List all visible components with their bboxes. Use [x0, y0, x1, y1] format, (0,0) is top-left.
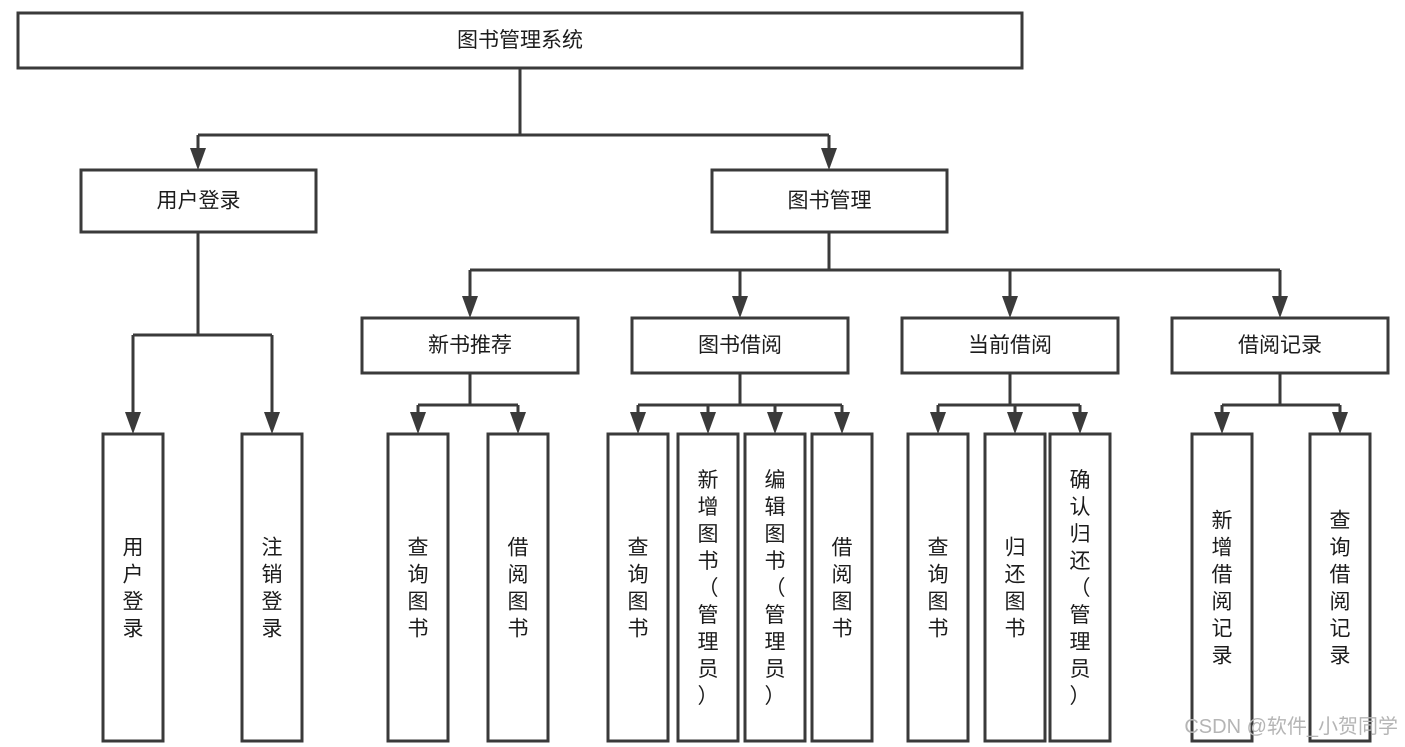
node-box[interactable]	[900, 316, 1120, 375]
node-user-login[interactable]: 用户登录	[79, 168, 318, 234]
node-label: 新增图书（管理员）	[698, 469, 719, 708]
arrow-head-icon	[834, 412, 850, 434]
arrow-head-icon	[1007, 412, 1023, 434]
arrow-head-icon	[410, 412, 426, 434]
node-box[interactable]	[1190, 432, 1254, 743]
arrow-head-icon	[1214, 412, 1230, 434]
arrow-head-icon	[630, 412, 646, 434]
node-box[interactable]	[1048, 432, 1112, 743]
node-leaf-confirm-return[interactable]: 确认归还（管理员）	[1048, 432, 1112, 743]
node-label: 图书借阅	[698, 334, 782, 357]
arrow-head-icon	[700, 412, 716, 434]
node-label: 借阅图书	[832, 537, 853, 641]
node-leaf-query-book-2[interactable]: 查询图书	[606, 432, 670, 743]
node-box[interactable]	[386, 432, 450, 743]
arrow-head-icon	[1272, 296, 1288, 318]
node-label: 注销登录	[262, 537, 283, 641]
node-label: 当前借阅	[968, 334, 1052, 357]
node-book-borrow[interactable]: 图书借阅	[630, 316, 850, 375]
arrow-head-icon	[264, 412, 280, 434]
node-box[interactable]	[906, 432, 970, 743]
node-book-manage[interactable]: 图书管理	[710, 168, 949, 234]
node-label: 确认归还（管理员）	[1070, 469, 1091, 708]
arrow-head-icon	[1332, 412, 1348, 434]
arrow-head-icon	[767, 412, 783, 434]
node-layer: 图书管理系统用户登录图书管理新书推荐图书借阅当前借阅借阅记录用户登录注销登录查询…	[16, 11, 1390, 743]
node-leaf-borrow-book-2[interactable]: 借阅图书	[810, 432, 874, 743]
arrow-head-icon	[732, 296, 748, 318]
arrow-head-icon	[462, 296, 478, 318]
node-box[interactable]	[1170, 316, 1390, 375]
node-leaf-query-book-3[interactable]: 查询图书	[906, 432, 970, 743]
node-new-book-recommend[interactable]: 新书推荐	[360, 316, 580, 375]
node-leaf-query-record[interactable]: 查询借阅记录	[1308, 432, 1372, 743]
arrow-head-icon	[821, 148, 837, 170]
node-box[interactable]	[710, 168, 949, 234]
arrow-head-icon	[190, 148, 206, 170]
node-box[interactable]	[743, 432, 807, 743]
node-box[interactable]	[606, 432, 670, 743]
node-box[interactable]	[676, 432, 740, 743]
node-box[interactable]	[630, 316, 850, 375]
node-leaf-user-logout[interactable]: 注销登录	[240, 432, 304, 743]
arrow-head-icon	[125, 412, 141, 434]
node-root-图书管理系统[interactable]: 图书管理系统	[16, 11, 1024, 70]
node-box[interactable]	[983, 432, 1047, 743]
node-box[interactable]	[1308, 432, 1372, 743]
node-leaf-edit-book[interactable]: 编辑图书（管理员）	[743, 432, 807, 743]
node-label: 用户登录	[123, 537, 144, 641]
node-label: 归还图书	[1005, 537, 1026, 641]
node-label: 新书推荐	[428, 334, 512, 357]
node-label: 查询图书	[408, 537, 429, 641]
node-box[interactable]	[16, 11, 1024, 70]
node-box[interactable]	[101, 432, 165, 743]
connector-layer	[125, 68, 1348, 434]
node-leaf-add-book[interactable]: 新增图书（管理员）	[676, 432, 740, 743]
node-box[interactable]	[486, 432, 550, 743]
node-borrow-record[interactable]: 借阅记录	[1170, 316, 1390, 375]
node-label: 借阅图书	[508, 537, 529, 641]
arrow-head-icon	[510, 412, 526, 434]
node-leaf-borrow-book-1[interactable]: 借阅图书	[486, 432, 550, 743]
node-leaf-user-login[interactable]: 用户登录	[101, 432, 165, 743]
arrow-head-icon	[1002, 296, 1018, 318]
node-label: 编辑图书（管理员）	[765, 469, 786, 708]
node-box[interactable]	[810, 432, 874, 743]
node-label: 查询借阅记录	[1330, 510, 1351, 668]
node-label: 查询图书	[628, 537, 649, 641]
node-box[interactable]	[360, 316, 580, 375]
arrow-head-icon	[930, 412, 946, 434]
node-current-borrow[interactable]: 当前借阅	[900, 316, 1120, 375]
node-box[interactable]	[79, 168, 318, 234]
node-label: 用户登录	[157, 190, 241, 213]
node-box[interactable]	[240, 432, 304, 743]
node-leaf-add-record[interactable]: 新增借阅记录	[1190, 432, 1254, 743]
node-leaf-query-book-1[interactable]: 查询图书	[386, 432, 450, 743]
node-label: 查询图书	[928, 537, 949, 641]
node-label: 新增借阅记录	[1212, 510, 1233, 668]
arrow-head-icon	[1072, 412, 1088, 434]
node-label: 图书管理	[788, 190, 872, 213]
watermark: CSDN @软件_小贺同学	[1184, 715, 1398, 738]
node-label: 借阅记录	[1238, 334, 1322, 357]
node-label: 图书管理系统	[457, 29, 583, 52]
node-leaf-return-book[interactable]: 归还图书	[983, 432, 1047, 743]
